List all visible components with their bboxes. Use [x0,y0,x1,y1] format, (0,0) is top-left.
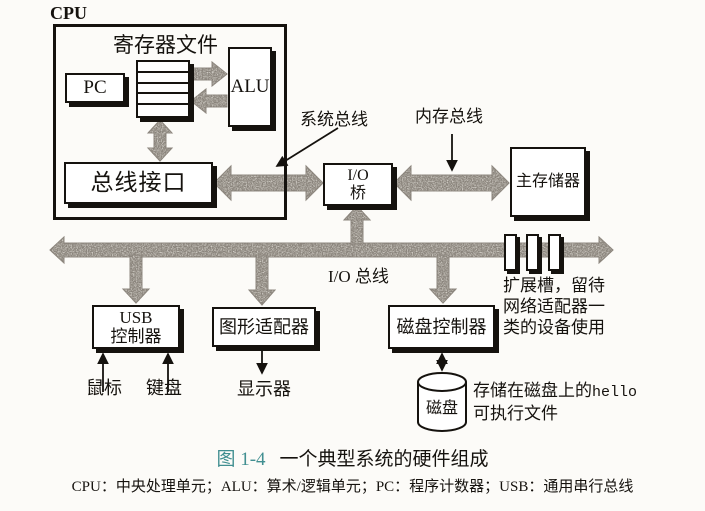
hello-note-line1: 存储在磁盘上的hello [473,380,637,403]
register-row [138,62,188,73]
system-bus-pointer-arrow [275,127,339,167]
hello-note-line2: 可执行文件 [473,404,558,423]
memory-bus-label: 内存总线 [415,107,483,126]
pc-box: PC [65,73,125,103]
expansion-slots-note: 扩展槽，留待 网络适配器一 类的设备使用 [503,275,605,338]
hello-note-prefix: 存储在磁盘上的 [473,381,592,400]
cpu-box [53,24,287,220]
expansion-slot [548,234,561,271]
register-file-label: 寄存器文件 [113,33,218,57]
register-row [138,73,188,84]
keyboard-label: 键盘 [146,378,182,398]
expansion-note-line1: 扩展槽，留待 [503,276,605,295]
main-memory-box: 主存储器 [510,147,586,217]
regfile-businterface-arrow [146,119,174,162]
bus-interface-label: 总线接口 [90,170,187,196]
register-file-stack [136,60,190,118]
disk-label: 磁盘 [425,400,458,417]
regfile-to-alu-arrow [190,60,228,88]
alu-to-regfile-arrow [190,87,228,115]
mouse-label: 鼠标 [86,378,122,398]
hello-note-code: hello [592,384,638,401]
expansion-slot [526,234,539,271]
usb-controller-label-line2: 控制器 [110,327,162,346]
cpu-label: CPU [50,3,87,23]
memory-bus-arrow [393,164,510,202]
display-label: 显示器 [237,379,291,399]
io-bridge-label-line2: 桥 [349,184,366,202]
disk-controller-box: 磁盘控制器 [388,305,495,349]
usb-controller-label-line1: USB [119,307,153,327]
iobus-to-bridge-arrow [342,205,372,245]
iobus-to-graphics-arrow [247,254,277,306]
hello-executable-note: 存储在磁盘上的hello 可执行文件 [473,380,637,424]
disk-cylinder [417,372,467,432]
disk-controller-label: 磁盘控制器 [396,316,487,337]
io-bridge-box: I/O 桥 [323,163,393,206]
abbreviation-footnote: CPU：中央处理单元；ALU：算术/逻辑单元；PC：程序计数器；USB：通用串行… [71,479,634,495]
register-row [138,94,188,106]
figure-number: 图 1-4 [216,449,266,470]
figure-title: 一个典型系统的硬件组成 [279,449,489,470]
system-bus-label: 系统总线 [300,110,368,129]
pc-label: PC [83,77,107,99]
register-row [138,105,188,116]
expansion-note-line3: 类的设备使用 [503,318,605,337]
figure-caption: 图 1-4 一个典型系统的硬件组成 [0,444,705,471]
usb-controller-box: USB 控制器 [92,305,180,349]
io-bridge-label-line1: I/O [347,166,369,184]
io-bus [49,235,614,265]
register-row [138,84,188,95]
expansion-note-line2: 网络适配器一 [503,297,605,316]
iobus-to-diskctl-arrow [428,254,458,304]
alu-label: ALU [230,76,270,98]
iobus-to-usb-arrow [121,254,151,304]
expansion-slot [504,234,517,271]
main-memory-label: 主存储器 [515,173,580,191]
graphics-adapter-label: 图形适配器 [219,316,309,337]
bus-interface-box: 总线接口 [64,162,213,204]
graphics-adapter-box: 图形适配器 [212,307,316,347]
alu-box: ALU [228,47,272,127]
io-bus-label: I/O 总线 [328,267,389,286]
